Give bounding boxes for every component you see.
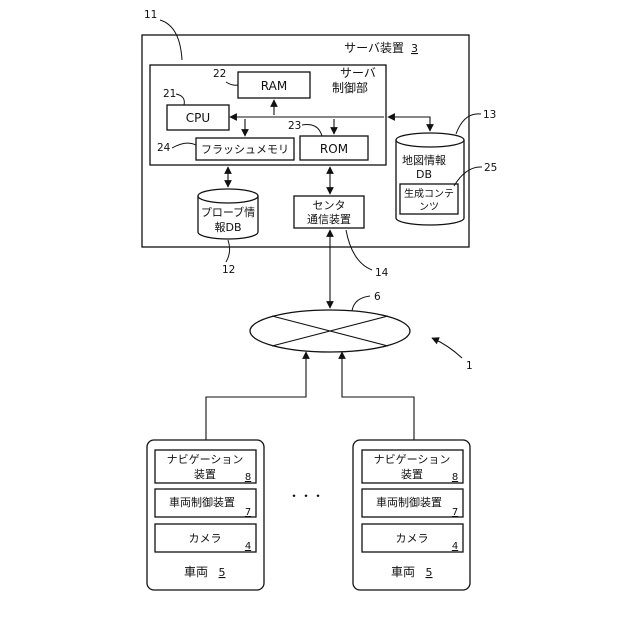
vehicle-1-camera-ref: 4 [245,541,251,552]
server-ref-number: 11 [144,9,157,21]
vehicle-1-control-label: 車両制御装置 [169,495,235,509]
flash-memory-label: フラッシュメモリ [201,143,289,156]
center-comm-label-line2: 通信装置 [307,213,351,226]
generated-content-label-line2: ンツ [419,202,439,213]
center-comm-ref: 14 [375,267,389,279]
server-control-label-line2: 制御部 [332,80,368,95]
vehicle-2: ナビゲーション 装置 8 車両制御装置 7 カメラ 4 車両 5 [353,440,470,590]
cpu-label: CPU [186,111,210,125]
ram-label: RAM [261,79,287,93]
network-to-vehicle-2-arrow [342,352,414,448]
generated-content-label-line1: 生成コンテ [404,187,454,200]
vehicle-2-label: 車両 [391,565,415,579]
vehicles-ellipsis: ・・・ [288,489,324,503]
vehicle-1: ナビゲーション 装置 8 車両制御装置 7 カメラ 4 車両 5 [147,440,264,590]
flash-memory-ref: 24 [157,142,171,154]
network-to-vehicle-1-arrow [206,352,306,448]
network-ref-leader [352,296,370,311]
vehicle-1-nav-label-line2: 装置 [194,468,216,481]
network-ref: 6 [374,291,381,303]
cpu-ref: 21 [163,88,176,100]
server-device-label: サーバ装置 [344,41,404,55]
vehicle-2-ref: 5 [426,566,433,579]
network [250,310,410,352]
vehicle-1-camera-label: カメラ [189,532,222,545]
probe-info-db: プローブ情 報DB [198,189,258,239]
ram-ref: 22 [213,68,226,80]
map-db-label-line1: 地図情報 [402,154,446,167]
probe-db-ref: 12 [222,264,235,276]
vehicle-2-control-ref: 7 [452,507,458,518]
vehicle-2-camera-label: カメラ [396,532,429,545]
server-control-label-line1: サーバ [340,66,376,80]
vehicle-2-nav-label-line2: 装置 [401,468,423,481]
vehicle-2-nav-ref: 8 [452,472,458,483]
vehicle-1-ref: 5 [219,566,226,579]
map-db-label-line2: DB [416,168,432,181]
vehicle-1-label: 車両 [184,565,208,579]
vehicle-1-nav-label-line1: ナビゲーション [167,453,244,466]
rom-label: ROM [320,142,348,156]
probe-db-label-line1: プローブ情 [201,205,255,219]
vehicle-2-nav-label-line1: ナビゲーション [374,453,451,466]
vehicle-2-camera-ref: 4 [452,541,458,552]
server-device-ref: 3 [411,42,418,55]
center-comm-label-line1: センタ [313,199,346,212]
probe-db-label-line2: 報DB [214,221,241,234]
rom-ref: 23 [288,120,301,132]
system-ref-arrow [432,338,462,358]
system-ref: 1 [466,360,473,372]
vehicle-1-nav-ref: 8 [245,472,251,483]
generated-content-ref: 25 [484,162,497,174]
map-db-ref: 13 [483,109,496,121]
map-info-db: 地図情報 DB 生成コンテ ンツ [396,133,464,225]
vehicle-2-control-label: 車両制御装置 [376,495,442,509]
vehicle-1-control-ref: 7 [245,507,251,518]
